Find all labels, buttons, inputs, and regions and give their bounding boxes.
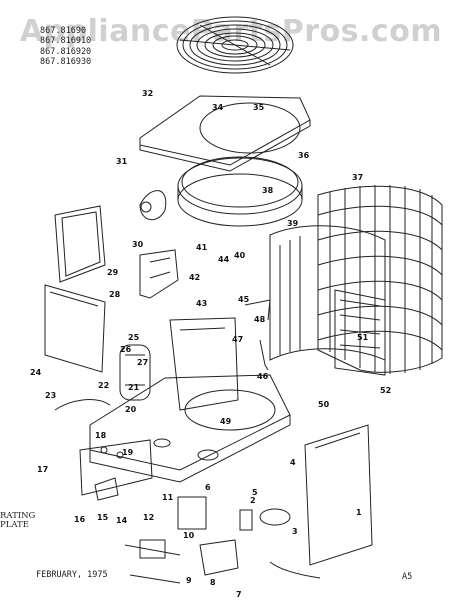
part-label: 28 [109,290,121,299]
part-label: 50 [318,400,330,409]
part-label: 2 [250,496,256,505]
part-label: 6 [205,483,211,492]
part-label: 26 [120,345,132,354]
part-label: 23 [45,391,56,400]
part-label: 15 [97,513,109,522]
part-label: 40 [234,251,246,260]
part-label: 47 [232,335,243,344]
part-labels: 1 2 3 4 5 6 7 8 9 10 11 12 14 15 16 17 1… [30,89,391,599]
part-label: 39 [287,219,299,228]
part-label: 51 [357,333,369,342]
part-label: 32 [142,89,153,98]
part-label: 21 [128,383,140,392]
part-label: 37 [352,173,363,182]
part-label: 34 [212,103,224,112]
model-number: 867.816920 [40,46,92,57]
part-label: 24 [30,368,42,377]
part-label: 41 [196,243,208,252]
model-number-list: 867.81690 867.816910 867.816920 867.8169… [40,26,91,68]
part-label: 48 [254,315,266,324]
watermark: AppliancePartsPros.com [19,14,443,49]
part-label: 16 [74,515,86,524]
motor-bracket [139,249,179,299]
part-label: 31 [116,157,128,166]
part-label: 52 [380,386,391,395]
electrical-panel [79,439,153,496]
part-label: 7 [236,590,242,599]
base-pan [89,374,291,483]
model-number: 867.816910 [40,36,92,47]
model-number: 867.81690 [40,26,87,36]
condenser-coil [269,225,386,376]
part-label: 46 [257,372,269,381]
part-label: 5 [252,488,258,497]
compressor [119,344,151,401]
coil-guard-grille [317,185,443,374]
part-label: 43 [196,299,207,308]
part-label: 25 [128,333,140,342]
part-label: 20 [125,405,137,414]
part-label: 4 [290,458,296,467]
part-label: 18 [95,431,107,440]
part-label: 22 [98,381,109,390]
rating-plate-line: RATING [0,511,36,521]
part-label: 9 [186,576,192,585]
part-label: 42 [189,273,200,282]
part-label: 17 [37,465,48,474]
part-label: 49 [220,417,232,426]
refrigerant-lines [54,299,321,579]
part-label: 38 [262,186,274,195]
part-label: 35 [253,103,265,112]
rating-plate-label: RATING PLATE [0,512,35,530]
part-label: 10 [183,531,195,540]
small-parts [94,477,291,584]
rating-plate-line: PLATE [0,520,29,530]
part-label: 19 [122,448,134,457]
part-label: 3 [292,527,298,536]
part-label: 30 [132,240,144,249]
front-panel [304,424,373,566]
part-label: 14 [116,516,128,525]
part-label: 1 [356,508,362,517]
part-label: 11 [162,493,174,502]
diagram-code: A5 [402,572,413,582]
fan-blade [139,190,167,220]
part-label: 45 [238,295,250,304]
control-box [169,317,239,411]
access-panel [44,284,106,373]
side-panel-upper [54,205,106,283]
part-label: 12 [143,513,154,522]
venturi-ring [177,156,303,227]
model-number: 867.816930 [40,57,92,68]
part-label: 36 [298,151,310,160]
fan-guard-grille [176,16,294,74]
part-label: 27 [137,358,148,367]
top-cover [139,95,311,172]
diagram-date: FEBRUARY, 1975 [36,570,108,580]
part-label: 8 [210,578,216,587]
part-label: 44 [218,255,230,264]
part-label: 29 [107,268,119,277]
